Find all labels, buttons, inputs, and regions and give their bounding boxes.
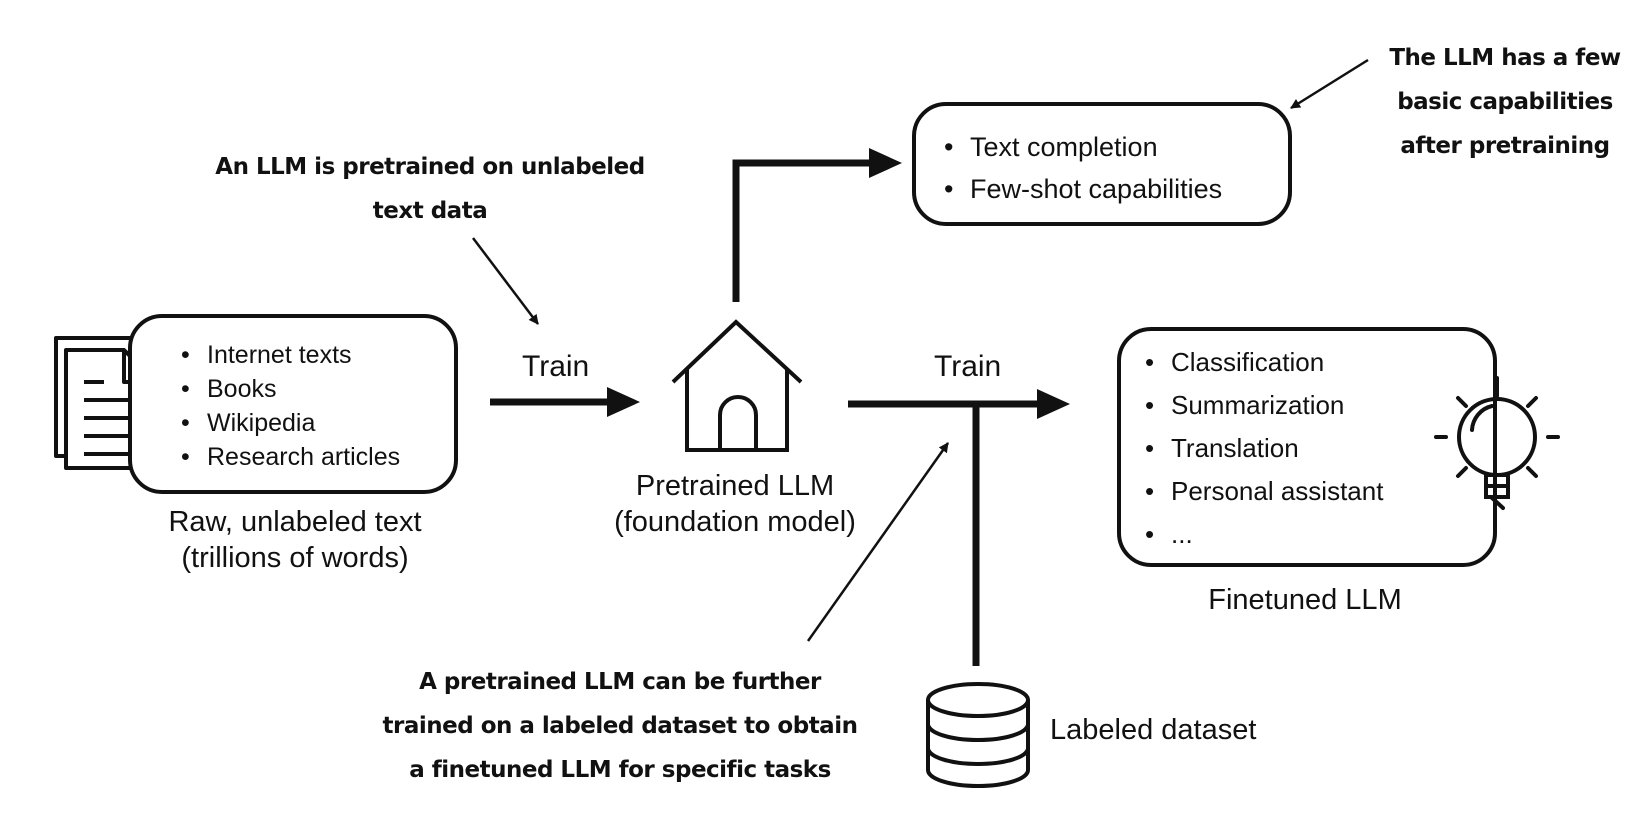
raw-text-caption-line2: (trillions of words) — [181, 542, 409, 574]
list-item: Wikipedia — [177, 406, 400, 440]
capabilities-annotation-arrow — [1290, 58, 1369, 110]
list-item: Classification — [1141, 341, 1383, 384]
finetuned-llm-box: Classification Summarization Translation… — [1117, 327, 1497, 567]
finetuned-llm-caption: Finetuned LLM — [1208, 584, 1402, 616]
pretrained-llm-caption: Pretrained LLM (foundation model) — [570, 468, 900, 540]
train-label-1: Train — [522, 350, 590, 383]
finetune-annotation: A pretrained LLM can be further trained … — [360, 660, 880, 792]
raw-text-box: Internet texts Books Wikipedia Research … — [128, 314, 458, 494]
raw-text-list: Internet texts Books Wikipedia Research … — [177, 338, 400, 474]
list-item: ... — [1141, 513, 1383, 556]
list-item: Research articles — [177, 440, 400, 474]
raw-text-caption-line1: Raw, unlabeled text — [168, 506, 422, 538]
house-icon — [671, 319, 803, 452]
capabilities-annotation: The LLM has a few basic capabilities aft… — [1370, 36, 1640, 168]
finetune-annotation-arrow — [806, 442, 950, 642]
list-item: Few-shot capabilities — [940, 168, 1222, 210]
list-item: Personal assistant — [1141, 470, 1383, 513]
train-arrow-2 — [848, 389, 1070, 419]
capabilities-annotation-line3: after pretraining — [1400, 133, 1610, 159]
finetune-annotation-line3: a finetuned LLM for specific tasks — [409, 757, 831, 783]
pretrain-annotation-line1: An LLM is pretrained on unlabeled — [215, 154, 645, 180]
capabilities-annotation-line2: basic capabilities — [1397, 89, 1613, 115]
pretrained-llm-line1: Pretrained LLM — [635, 470, 835, 502]
capabilities-list: Text completion Few-shot capabilities — [940, 126, 1222, 210]
lightbulb-icon — [1434, 376, 1560, 510]
train-label-2: Train — [934, 350, 1002, 383]
pretrain-annotation-line2: text data — [372, 198, 488, 224]
train-arrow-1 — [490, 387, 640, 417]
pretrain-annotation: An LLM is pretrained on unlabeled text d… — [170, 145, 690, 233]
pretrain-annotation-arrow — [472, 237, 539, 325]
list-item: Translation — [1141, 427, 1383, 470]
list-item: Books — [177, 372, 400, 406]
capabilities-annotation-line1: The LLM has a few — [1389, 45, 1621, 71]
finetune-annotation-line1: A pretrained LLM can be further — [419, 669, 821, 695]
list-item: Internet texts — [177, 338, 400, 372]
capabilities-box: Text completion Few-shot capabilities — [912, 102, 1292, 226]
labeled-dataset-label: Labeled dataset — [1050, 714, 1257, 746]
raw-text-caption: Raw, unlabeled text (trillions of words) — [110, 504, 480, 576]
capabilities-arrow — [732, 148, 902, 302]
database-icon — [926, 682, 1030, 788]
finetune-annotation-line2: trained on a labeled dataset to obtain — [382, 713, 858, 739]
finetuned-llm-list: Classification Summarization Translation… — [1141, 341, 1383, 556]
pretrained-llm-line2: (foundation model) — [614, 506, 856, 538]
list-item: Text completion — [940, 126, 1222, 168]
list-item: Summarization — [1141, 384, 1383, 427]
